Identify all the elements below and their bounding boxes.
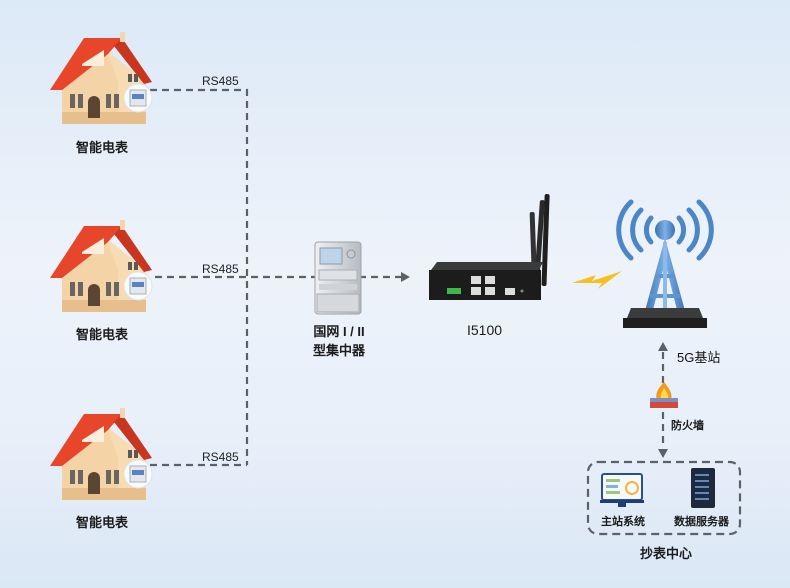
rs485-label-1: RS485 <box>202 74 239 88</box>
arrow-to-center <box>658 449 668 458</box>
center-label: 抄表中心 <box>640 546 693 561</box>
concentrator-label-line2: 型集中器 <box>312 343 365 358</box>
concentrator-label-line1: 国网 I / II <box>313 324 365 339</box>
router-icon <box>429 194 550 300</box>
house-with-meter-icon <box>50 408 153 500</box>
center-item-label-2: 数据服务器 <box>674 516 729 528</box>
monitor-icon <box>600 473 644 507</box>
meter-label-1: 智能电表 <box>76 140 129 155</box>
house-with-meter-icon <box>50 220 153 312</box>
rs485-bus-line <box>150 88 249 465</box>
house-with-meter-icon <box>50 32 153 124</box>
firewall-icon <box>650 382 678 408</box>
5g-tower-icon <box>616 199 714 328</box>
center-item-label-1: 主站系统 <box>601 516 645 528</box>
rs485-label-2: RS485 <box>202 262 239 276</box>
router-label: I5100 <box>467 322 503 338</box>
arrow-to-tower <box>658 342 668 351</box>
server-icon <box>691 468 715 508</box>
concentrator-icon <box>314 241 362 315</box>
rs485-label-3: RS485 <box>202 450 239 464</box>
center-box <box>586 460 742 536</box>
meter-label-3: 智能电表 <box>76 515 129 530</box>
arrow-to-router <box>401 272 410 282</box>
base-station-label: 5G基站 <box>677 350 721 365</box>
firewall-label: 防火墙 <box>671 420 704 432</box>
concentrator-label: 国网 I / II 型集中器 <box>303 322 375 360</box>
meter-label-2: 智能电表 <box>76 327 129 342</box>
lightning-icon <box>572 271 622 289</box>
